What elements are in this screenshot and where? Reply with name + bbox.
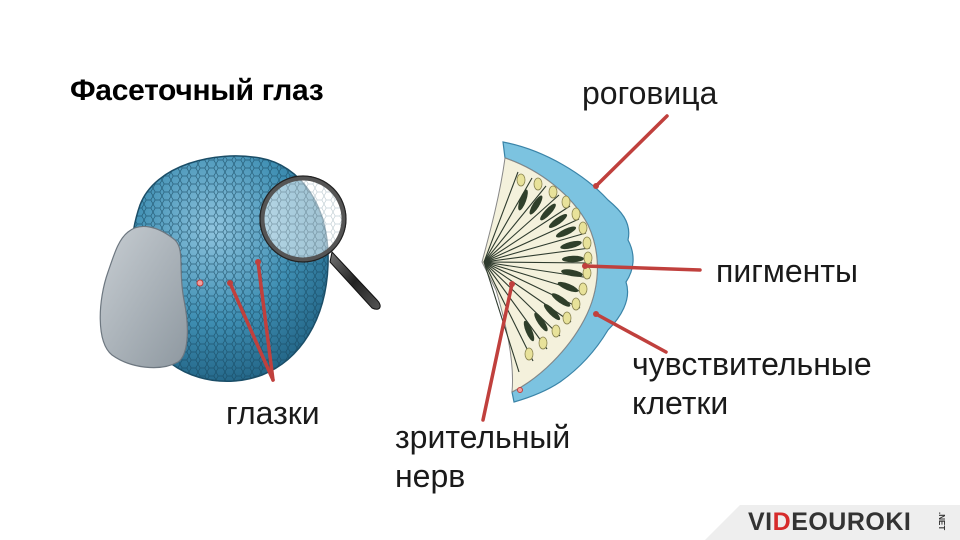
magnifier-icon xyxy=(259,175,381,310)
label-optic-nerve: зрительный нерв xyxy=(395,418,570,496)
brand-band xyxy=(705,505,960,540)
pointer-sensitive-cells xyxy=(594,312,668,354)
label-cornea: роговица xyxy=(582,75,718,111)
slide-title: Фасеточный глаз xyxy=(70,74,324,107)
label-sensitive-cells: чувствительные клетки xyxy=(632,345,872,423)
brand-logo: VIDEOUROKI xyxy=(748,508,912,536)
pointer-lines xyxy=(228,114,702,422)
pointer-eyelet-1 xyxy=(228,281,275,382)
label-eyelets: глазки xyxy=(226,395,320,431)
brand-suffix: .NET xyxy=(937,512,946,531)
label-nerve-line2: нерв xyxy=(395,458,466,495)
pointer-eyelet-2 xyxy=(256,260,275,382)
pointer-nerve xyxy=(481,282,514,422)
pointer-cornea xyxy=(594,114,669,188)
eye-section-illustration xyxy=(481,141,634,403)
label-pigments: пигменты xyxy=(716,253,858,289)
pointer-pigments xyxy=(583,264,702,272)
label-sensitive-line1: чувствительные xyxy=(632,346,872,382)
compound-eye-illustration xyxy=(99,155,381,382)
label-nerve-line1: зрительный xyxy=(395,419,571,455)
label-sensitive-line2: клетки xyxy=(632,385,729,422)
